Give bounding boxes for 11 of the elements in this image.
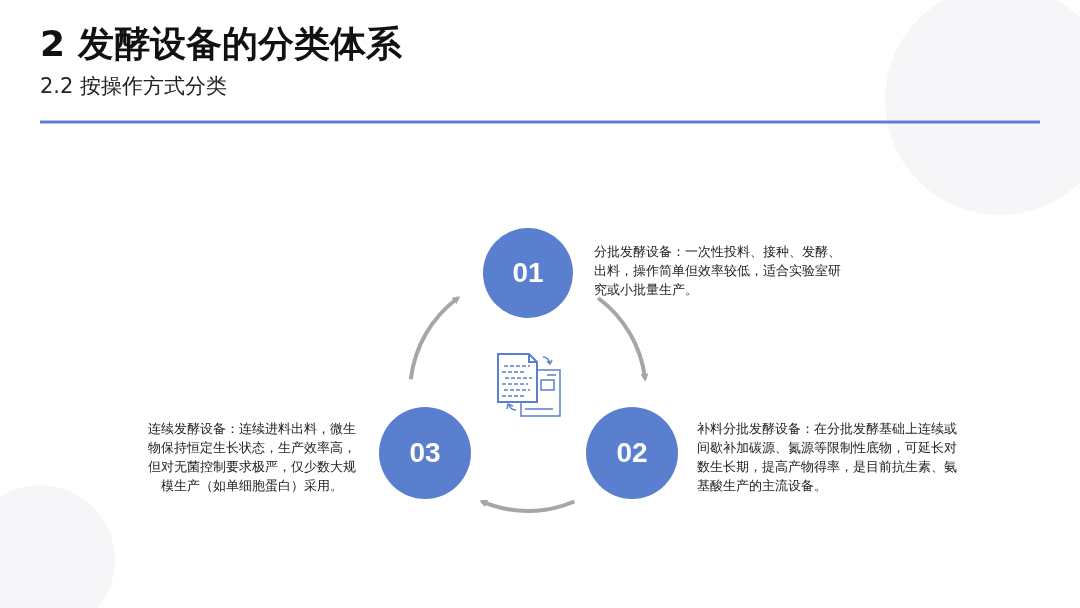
number-circle: 01: [483, 228, 573, 318]
arrow: [479, 499, 575, 513]
arrow: [408, 296, 461, 380]
number-circle: 03: [379, 407, 471, 499]
description-text: 补料分批发酵设备：在分批发酵基础上连续或间歇补加碳源、氮源等限制性底物，可延长对数生长期，提高产物得率，是目前抗生素、氨基酸生产的主流设备。: [697, 420, 958, 495]
description-text: 分批发酵设备：一次性投料、接种、发酵、出料，操作简单但效率较低，适合实验室研究或小批量生产。: [594, 243, 842, 299]
title: 2 发酵设备的分类体系: [40, 22, 402, 66]
description-text: 连续发酵设备：连续进料出料，微生物保持恒定生长状态，生产效率高，但对无菌控制要求极严，仅少数大规模生产（如单细胞蛋白）采用。: [147, 420, 357, 495]
subtitle: 2.2 按操作方式分类: [40, 73, 228, 100]
number-circle: 02: [586, 407, 678, 499]
arrow: [596, 296, 649, 382]
